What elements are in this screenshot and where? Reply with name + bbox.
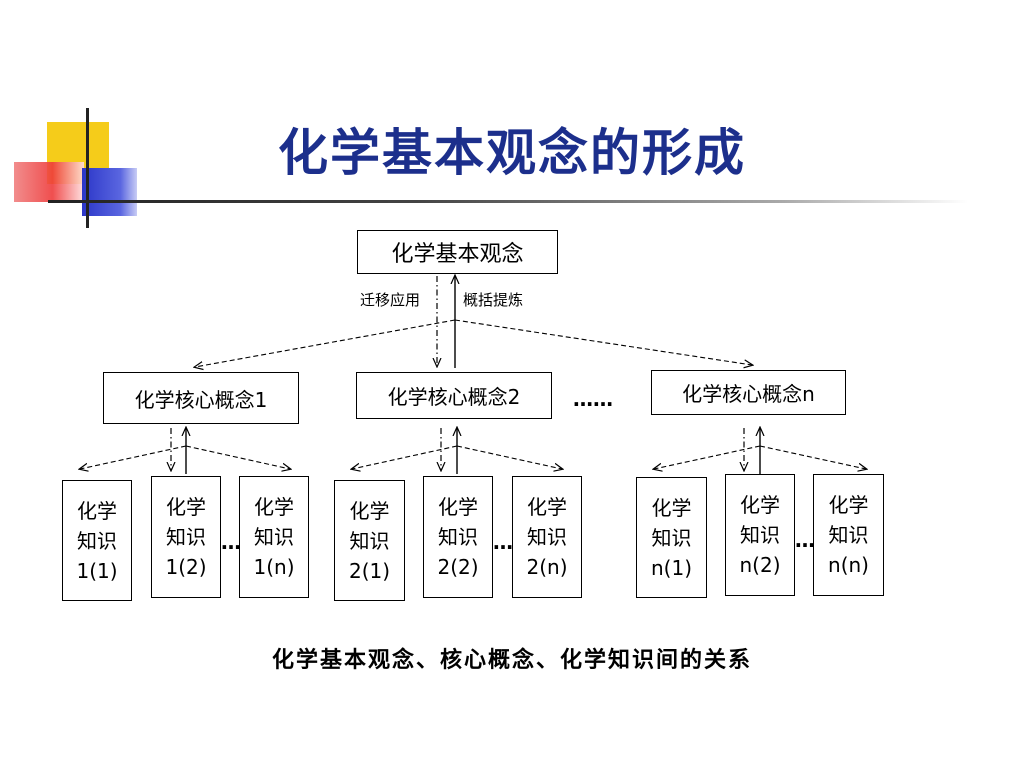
- knowledge-index: 2(n): [526, 555, 568, 579]
- knowledge-n-n: 化学 知识 n(n): [813, 474, 884, 596]
- knowledge-2-2: 化学 知识 2(2): [423, 476, 493, 598]
- knowledge-line: 知识: [349, 528, 390, 553]
- label-generalize: 概括提炼: [463, 291, 524, 309]
- group2-fan-right: [456, 445, 562, 469]
- knowledge-line: 知识: [527, 525, 567, 549]
- knowledge-line: 知识: [651, 525, 692, 550]
- deco-horizontal-line: [48, 200, 968, 203]
- knowledge-line: 化学: [651, 495, 692, 520]
- knowledge-line: 化学: [527, 495, 567, 519]
- core-concept-1: 化学核心概念1: [103, 372, 299, 424]
- knowledge-index: 1(1): [76, 558, 118, 583]
- groupn-fan-right: [759, 445, 866, 469]
- deco-blue-square: [82, 168, 137, 216]
- knowledge-line: 化学: [740, 493, 780, 517]
- knowledge-n-1: 化学 知识 n(1): [636, 477, 707, 598]
- top-node-basic-concept: 化学基本观念: [357, 230, 558, 274]
- knowledge-index: n(n): [828, 553, 869, 577]
- group2-fan-left: [352, 445, 458, 469]
- core-concept-2: 化学核心概念2: [356, 372, 552, 419]
- knowledge-line: 化学: [438, 495, 478, 519]
- core-ellipsis: ……: [573, 387, 613, 411]
- knowledge-line: 知识: [166, 525, 206, 549]
- knowledge-2-n: 化学 知识 2(n): [512, 476, 582, 598]
- page-title: 化学基本观念的形成: [278, 123, 746, 182]
- knowledge-line: 知识: [740, 523, 780, 547]
- fan-to-concept-1: [195, 319, 456, 367]
- knowledge-line: 化学: [77, 498, 117, 523]
- deco-vertical-line: [86, 108, 89, 228]
- deco-red-bar: [14, 162, 84, 202]
- knowledge-line: 化学: [349, 498, 390, 523]
- title-decoration: [0, 100, 1024, 230]
- knowledge-line: 知识: [77, 528, 117, 553]
- knowledge-index: 1(2): [165, 555, 207, 579]
- knowledge-index: 2(2): [437, 555, 479, 579]
- knowledge-2-1: 化学 知识 2(1): [334, 480, 405, 601]
- groupn-ellipsis: …: [795, 528, 815, 552]
- knowledge-line: 化学: [828, 493, 869, 517]
- group1-fan-left: [80, 445, 187, 469]
- knowledge-index: n(1): [650, 555, 692, 580]
- knowledge-1-1: 化学 知识 1(1): [62, 480, 132, 601]
- groupn-fan-left: [654, 445, 761, 469]
- fan-to-concept-n: [454, 319, 752, 365]
- knowledge-1-n: 化学 知识 1(n): [239, 476, 309, 598]
- knowledge-line: 知识: [254, 525, 294, 549]
- knowledge-line: 知识: [828, 523, 869, 547]
- core-concept-n: 化学核心概念n: [651, 370, 846, 415]
- diagram-caption: 化学基本观念、核心概念、化学知识间的关系: [271, 647, 752, 673]
- knowledge-index: 1(n): [253, 555, 295, 579]
- knowledge-line: 知识: [438, 525, 478, 549]
- knowledge-1-2: 化学 知识 1(2): [151, 476, 221, 598]
- label-apply: 迁移应用: [360, 291, 421, 309]
- group1-ellipsis: …: [221, 530, 241, 554]
- group1-fan-right: [185, 445, 290, 469]
- knowledge-line: 化学: [166, 495, 206, 519]
- knowledge-index: n(2): [739, 553, 781, 577]
- knowledge-line: 化学: [254, 495, 294, 519]
- knowledge-n-2: 化学 知识 n(2): [725, 474, 795, 596]
- knowledge-index: 2(1): [348, 558, 391, 583]
- group2-ellipsis: …: [493, 530, 513, 554]
